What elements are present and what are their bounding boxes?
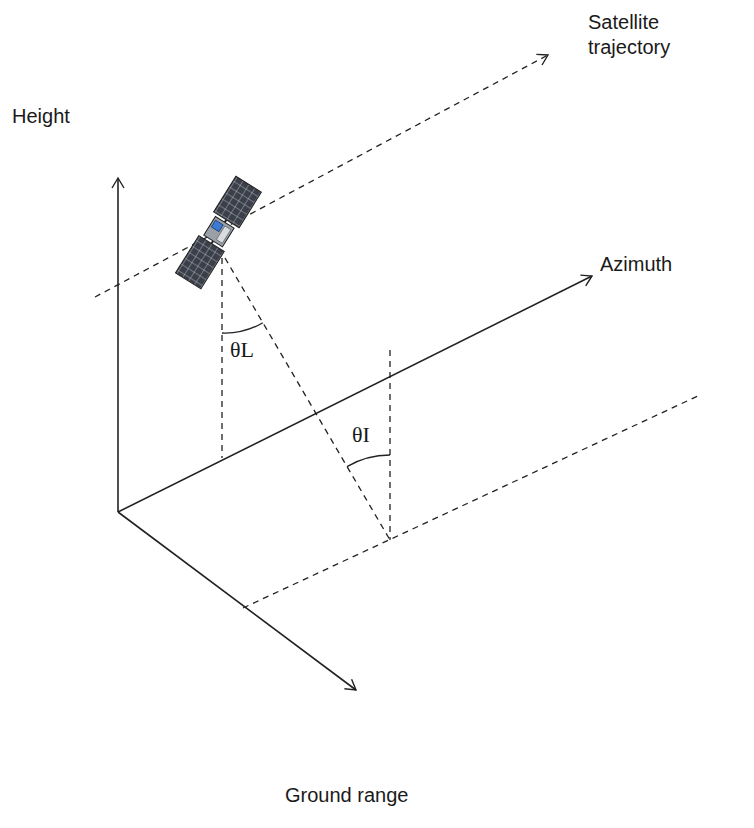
nadir-line: [221, 258, 222, 458]
angle-label: θI: [352, 421, 370, 449]
height-axis: [117, 178, 119, 512]
local-vertical: [389, 350, 390, 540]
look-angle-arc: [222, 323, 263, 333]
azimuth-axis: [118, 276, 592, 512]
axis-label: Ground range: [285, 783, 408, 808]
satellite-trajectory: [95, 55, 548, 297]
satellite-icon: [175, 176, 261, 289]
axis-label: Azimuth: [600, 252, 672, 277]
axis-label: Height: [12, 104, 70, 129]
trajectory-label: Satellite trajectory: [588, 10, 738, 60]
line-of-sight: [225, 258, 390, 540]
incidence-angle-arc: [347, 455, 390, 467]
ground-track-parallel: [243, 395, 700, 608]
angle-label: θL: [230, 336, 254, 364]
ground-range-axis: [118, 512, 356, 690]
